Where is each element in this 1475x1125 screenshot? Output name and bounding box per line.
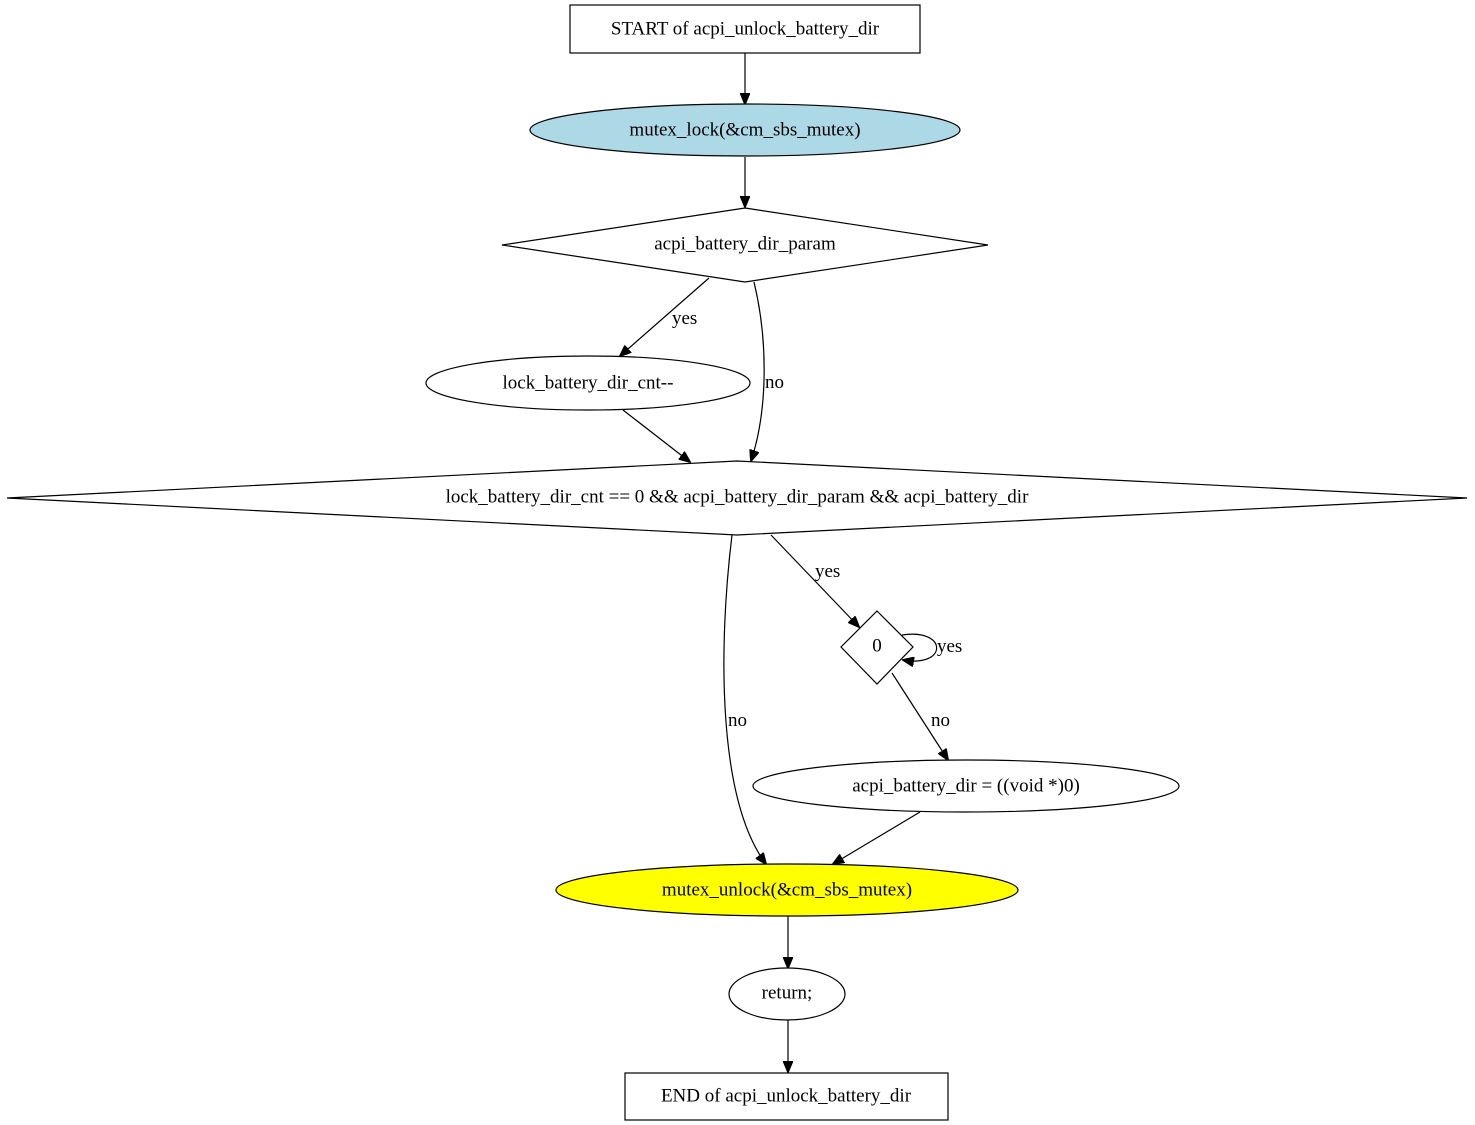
node-zero-decision-label: 0 <box>872 636 882 657</box>
edge-label-no: no <box>728 710 747 731</box>
edge-label-no: no <box>931 710 950 731</box>
node-return: return; <box>728 967 846 1021</box>
edge-label-no: no <box>765 372 784 393</box>
node-mutex-lock: mutex_lock(&cm_sbs_mutex) <box>529 103 961 157</box>
node-start: START of acpi_unlock_battery_dir <box>569 4 921 54</box>
node-end: END of acpi_unlock_battery_dir <box>624 1072 949 1121</box>
node-end-label: END of acpi_unlock_battery_dir <box>661 1086 912 1107</box>
node-decrement-label: lock_battery_dir_cnt-- <box>503 373 674 394</box>
node-mutex-unlock-shape <box>555 863 1019 917</box>
edge-main-yes: yes <box>770 534 859 627</box>
edge-param-no: no <box>751 281 784 461</box>
edge-label-yes: yes <box>672 308 697 329</box>
edge-label-yes: yes <box>937 636 962 657</box>
node-mutex-unlock-label: mutex_unlock(&cm_sbs_mutex) <box>662 880 912 901</box>
edge-param-yes: yes <box>620 277 710 356</box>
node-return-label: return; <box>762 983 813 1004</box>
node-assign: acpi_battery_dir = ((void *)0) <box>752 759 1180 813</box>
edge-zero-no: no <box>891 672 950 760</box>
node-start-label: START of acpi_unlock_battery_dir <box>611 19 880 40</box>
node-main-decision-label: lock_battery_dir_cnt == 0 && acpi_batter… <box>446 487 1029 508</box>
edge-zero-yes-loop: yes <box>902 633 962 661</box>
edge-label-yes: yes <box>815 561 840 582</box>
node-param-decision-label: acpi_battery_dir_param <box>654 234 836 255</box>
node-mutex-unlock: mutex_unlock(&cm_sbs_mutex) <box>555 863 1019 917</box>
node-param-decision: acpi_battery_dir_param <box>501 207 989 283</box>
node-main-decision: lock_battery_dir_cnt == 0 && acpi_batter… <box>6 460 1468 536</box>
edge-decrement-to-main-decision <box>622 409 690 462</box>
node-zero-decision: 0 <box>840 610 914 685</box>
node-mutex-lock-shape <box>529 103 961 157</box>
edge-assign-to-mutex-unlock <box>833 811 921 864</box>
node-mutex-lock-label: mutex_lock(&cm_sbs_mutex) <box>629 120 860 141</box>
node-assign-label: acpi_battery_dir = ((void *)0) <box>852 776 1080 797</box>
edge-main-no: no <box>723 534 766 864</box>
node-decrement: lock_battery_dir_cnt-- <box>425 355 751 411</box>
